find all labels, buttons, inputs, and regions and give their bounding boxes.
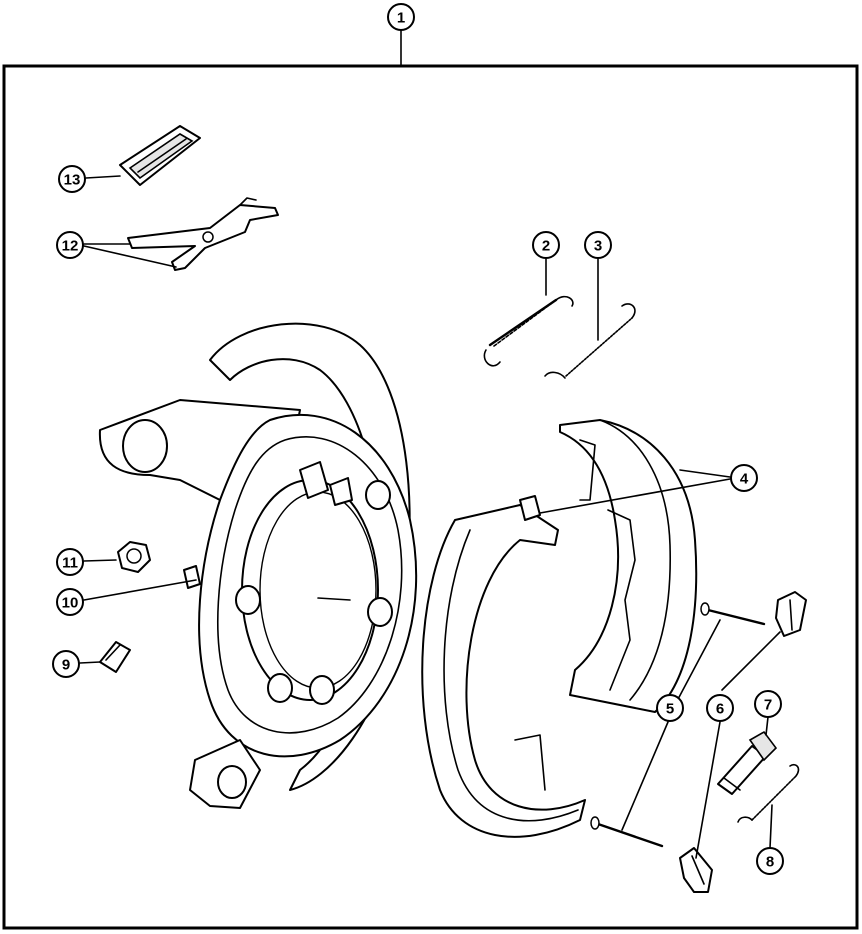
adjuster-spring-part xyxy=(737,763,800,823)
callout-4-label: 4 xyxy=(740,471,749,488)
return-spring-right-part xyxy=(544,303,636,379)
callout-3[interactable]: 3 xyxy=(584,231,612,341)
callout-7[interactable]: 7 xyxy=(754,690,782,736)
callout-1-label: 1 xyxy=(397,10,405,27)
brake-shoe-front-part xyxy=(421,495,586,838)
backing-plate-part xyxy=(98,322,418,809)
hex-nut-part xyxy=(117,541,151,573)
callout-9-label: 9 xyxy=(62,657,70,674)
callout-12-label: 12 xyxy=(62,238,79,255)
adjuster-lever-part xyxy=(127,197,279,271)
callout-12[interactable]: 12 xyxy=(56,231,177,268)
callout-6-label: 6 xyxy=(716,701,724,718)
callout-1[interactable]: 1 xyxy=(387,3,415,67)
callout-10[interactable]: 10 xyxy=(56,579,197,616)
access-plug-part xyxy=(99,641,131,673)
callout-5[interactable]: 5 xyxy=(621,619,721,831)
callout-7-label: 7 xyxy=(764,697,772,714)
callout-5-label: 5 xyxy=(666,701,674,718)
hold-down-pin-lower-part xyxy=(590,816,664,848)
retainer-upper-part xyxy=(775,591,807,637)
callout-6[interactable]: 6 xyxy=(695,631,781,859)
callout-9[interactable]: 9 xyxy=(52,650,101,678)
diagram-frame xyxy=(2,64,859,930)
stud-part xyxy=(183,565,201,589)
callout-3-label: 3 xyxy=(594,238,602,255)
callout-2-label: 2 xyxy=(542,238,550,255)
retainer-lower-part xyxy=(679,847,713,893)
adjuster-boot-part xyxy=(119,125,201,186)
callout-13[interactable]: 13 xyxy=(58,165,121,193)
callout-11[interactable]: 11 xyxy=(56,548,117,576)
callout-8[interactable]: 8 xyxy=(756,804,784,875)
brake-shoe-rear-part xyxy=(559,419,698,713)
callout-8-label: 8 xyxy=(766,854,774,871)
callout-10-label: 10 xyxy=(62,595,79,612)
adjuster-screw-part xyxy=(717,730,778,795)
callout-4[interactable]: 4 xyxy=(539,464,758,514)
return-spring-left-part xyxy=(483,295,574,367)
callout-2[interactable]: 2 xyxy=(532,231,560,296)
hold-down-pin-upper-part xyxy=(700,602,766,626)
callout-13-label: 13 xyxy=(64,172,81,189)
callout-11-label: 11 xyxy=(62,555,78,572)
